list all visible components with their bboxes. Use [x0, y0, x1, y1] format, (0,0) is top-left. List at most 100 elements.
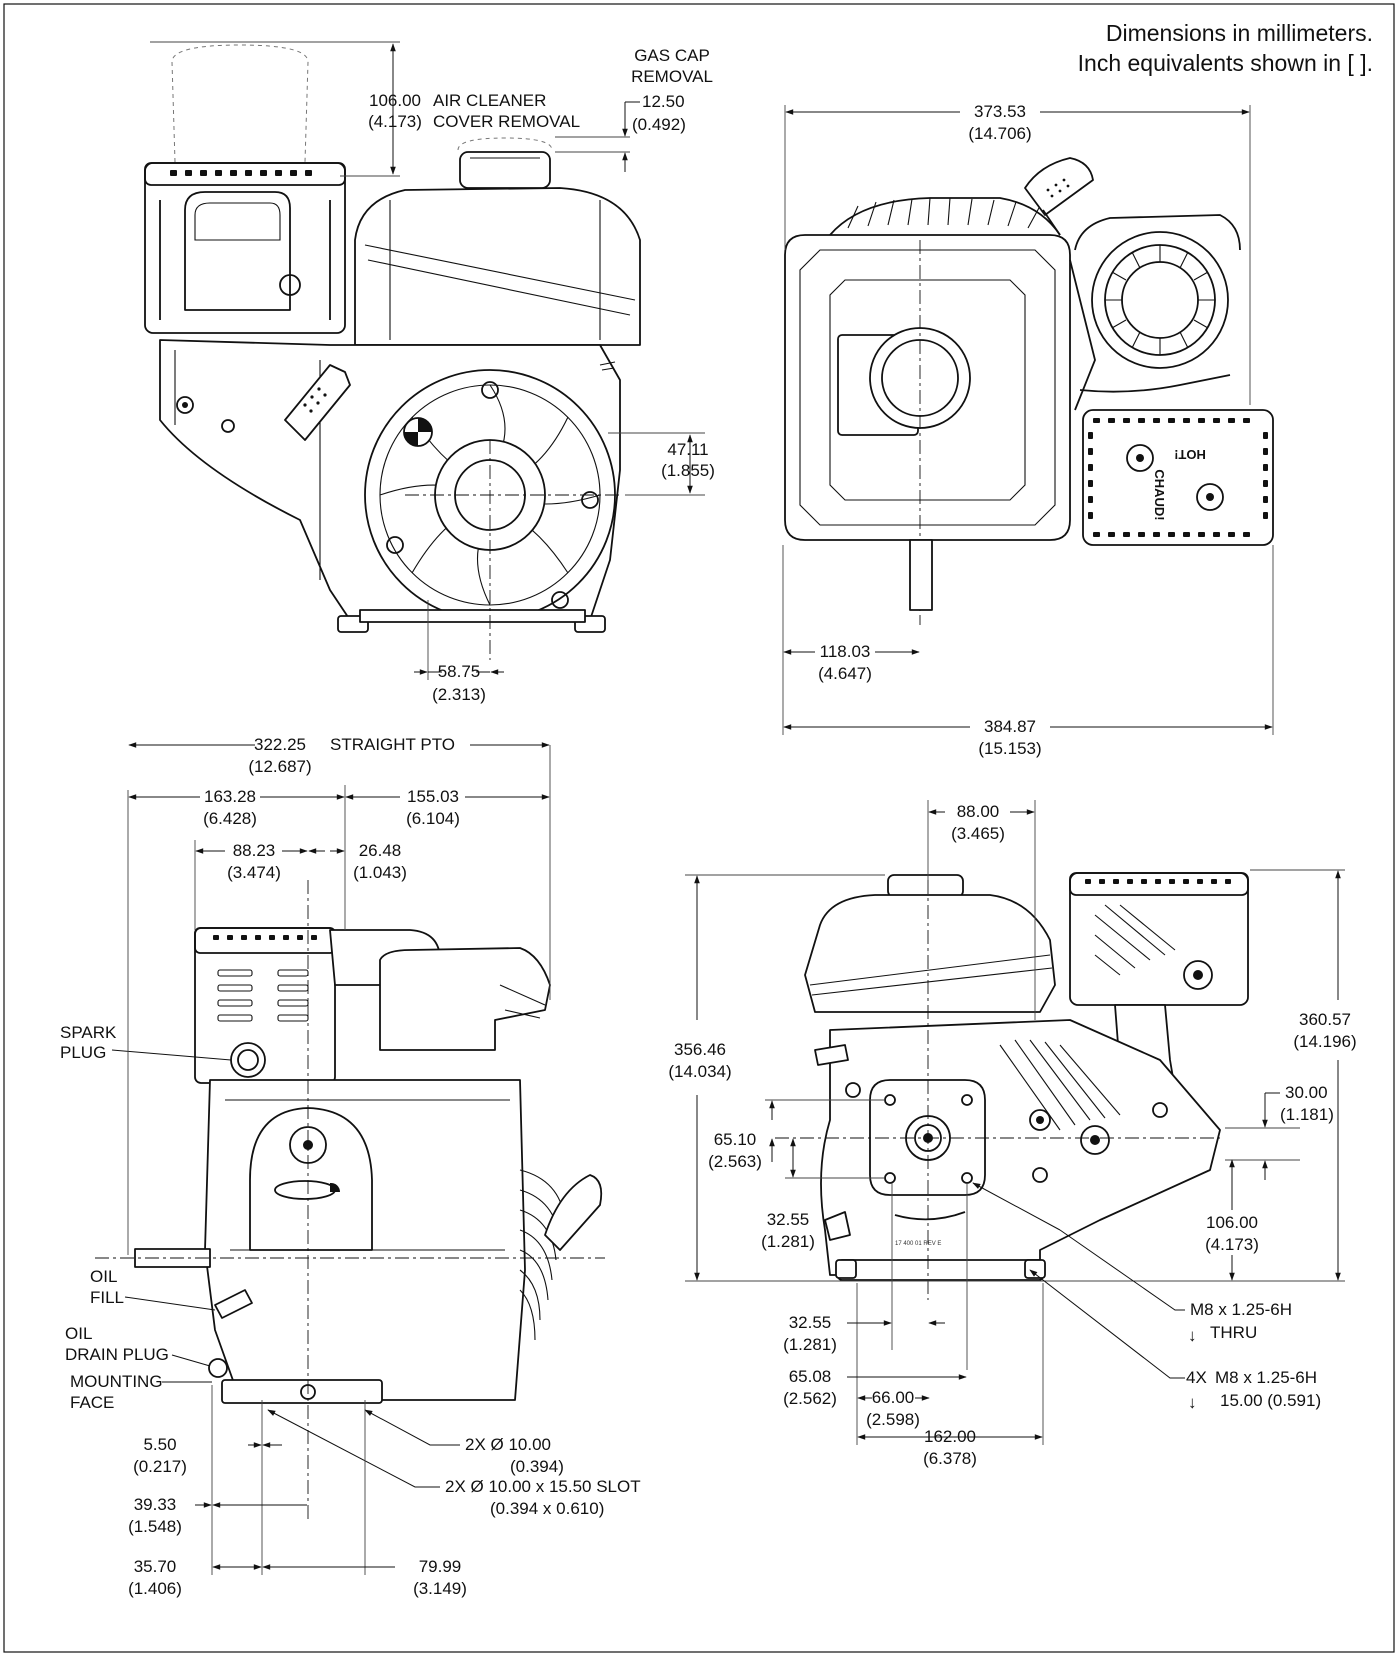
top-view: HOT! CHAUD! 373.53 (14.706) 118.03 (4.64… — [782, 102, 1274, 758]
starter-grip-top — [1024, 157, 1094, 216]
label-hole-2x-in: (0.394) — [510, 1457, 564, 1476]
label-air-cleaner: AIR CLEANER — [433, 91, 546, 110]
spark-plug — [230, 1042, 266, 1078]
dim-height-right-in: (14.196) — [1293, 1032, 1356, 1051]
gas-cap-removal-phantom — [457, 137, 553, 151]
label-oil-fill: OIL — [90, 1267, 117, 1286]
dim-overall-length-mm: 322.25 — [254, 735, 306, 754]
dim-left-section-in: (6.428) — [203, 809, 257, 828]
dim-bolt-upper-in: (2.563) — [708, 1152, 762, 1171]
heat-warning-hot: HOT! — [1174, 447, 1206, 462]
dim-slot-spacing-mm: 79.99 — [419, 1557, 462, 1576]
dim-face-cl-in: (1.548) — [128, 1517, 182, 1536]
dim-spark-offset-in: (1.043) — [353, 863, 407, 882]
dim-base-offset-mm: 32.55 — [789, 1313, 832, 1332]
dim-hole-spacing-mm: 66.00 — [872, 1388, 915, 1407]
air-cleaner-vents — [170, 170, 312, 176]
label-oil-drain-2: DRAIN PLUG — [65, 1345, 169, 1364]
label-thread-4x-depth: 15.00 (0.591) — [1220, 1391, 1321, 1410]
dim-air-cleaner-mm: 106.00 — [369, 91, 421, 110]
dim-base-spacing-mm: 65.08 — [789, 1367, 832, 1386]
front-view: 106.00 (4.173) AIR CLEANER COVER REMOVAL… — [144, 41, 715, 704]
dim-top-shaft-mm: 118.03 — [820, 642, 871, 661]
dim-gas-cap-in: (0.492) — [632, 115, 686, 134]
dim-base-offset-in: (1.281) — [783, 1335, 837, 1354]
dim-hole-spacing-in: (2.598) — [866, 1410, 920, 1429]
dim-top-total-mm: 384.87 — [984, 717, 1036, 736]
label-cover-removal: COVER REMOVAL — [433, 112, 580, 131]
recoil-cover-side — [249, 1107, 373, 1251]
starter-grip-side — [544, 1174, 603, 1251]
heat-warning-chaud: CHAUD! — [1152, 469, 1167, 520]
dim-shaft-height-mm: 106.00 — [1206, 1213, 1258, 1232]
label-gas-cap: GAS CAP — [634, 46, 710, 65]
dim-pto-offset-mm: 88.00 — [957, 802, 1000, 821]
air-cleaner-removal-phantom — [171, 44, 309, 163]
dim-height-left-in: (14.034) — [668, 1062, 731, 1081]
label-mounting-face-2: FACE — [70, 1393, 114, 1412]
dim-bolt-lower-in: (1.281) — [761, 1232, 815, 1251]
dim-front-horizontal-mm: 58.75 — [438, 662, 481, 681]
dim-base-spacing-in: (2.562) — [783, 1389, 837, 1408]
dim-face-cl-mm: 39.33 — [134, 1495, 177, 1514]
mounting-base-pto — [837, 1259, 1044, 1281]
dim-front-vertical-mm: 47.11 — [667, 440, 708, 459]
gas-cap — [459, 151, 551, 189]
label-oil-drain: OIL — [65, 1324, 92, 1343]
units-note-line2: Inch equivalents shown in [ ]. — [1078, 50, 1373, 76]
dim-left-section-mm: 163.28 — [204, 787, 256, 806]
depth-symbol-2: ↓ — [1188, 1393, 1197, 1412]
label-slot-2x: 2X Ø 10.00 x 15.50 SLOT — [445, 1477, 641, 1496]
label-spark-plug: SPARK — [60, 1023, 117, 1042]
fuel-tank-side — [379, 947, 551, 1051]
gas-cap-pto — [887, 874, 964, 898]
dim-slot-spacing-in: (3.149) — [413, 1579, 467, 1598]
pto-shaft-top — [909, 539, 933, 611]
dim-muffler-offset-mm: 30.00 — [1285, 1083, 1328, 1102]
muffler-pto — [1069, 872, 1249, 1006]
label-thread-4x-prefix: 4X — [1186, 1368, 1207, 1387]
label-mounting-face: MOUNTING — [70, 1372, 163, 1391]
dim-spark-width-in: (3.474) — [227, 863, 281, 882]
label-thread-thru: M8 x 1.25-6H — [1190, 1300, 1292, 1319]
dim-height-right-mm: 360.57 — [1299, 1010, 1351, 1029]
dim-bolt-upper-mm: 65.10 — [714, 1130, 757, 1149]
label-thread-4x: M8 x 1.25-6H — [1215, 1368, 1317, 1387]
air-cleaner-housing — [144, 162, 346, 334]
dim-slot-offset-mm: 35.70 — [134, 1557, 177, 1576]
dim-face-hole-mm: 5.50 — [143, 1435, 176, 1454]
drawing-border — [3, 3, 1395, 1653]
dim-right-section-mm: 155.03 — [407, 787, 459, 806]
pto-end-view: 17 400 01 REV E 88.00 (3.465) 356.46 (14… — [668, 800, 1357, 1468]
dim-face-hole-in: (0.217) — [133, 1457, 187, 1476]
fuel-tank — [354, 187, 641, 346]
dim-right-section-in: (6.104) — [406, 809, 460, 828]
label-straight-pto: STRAIGHT PTO — [330, 735, 455, 754]
label-oil-fill-2: FILL — [90, 1288, 124, 1307]
depth-symbol-1: ↓ — [1188, 1326, 1197, 1345]
label-gas-cap-removal: REMOVAL — [631, 67, 713, 86]
dim-gas-cap-mm: 12.50 — [642, 92, 685, 111]
dim-muffler-offset-in: (1.181) — [1280, 1105, 1334, 1124]
side-view: SPARK PLUG OIL FILL OIL DRAIN PLUG MOUNT… — [60, 735, 641, 1598]
dim-base-width-mm: 162.00 — [924, 1427, 976, 1446]
flywheel-top — [1091, 231, 1229, 369]
label-hole-2x: 2X Ø 10.00 — [465, 1435, 551, 1454]
units-note-line1: Dimensions in millimeters. — [1106, 20, 1373, 46]
label-spark-plug-2: PLUG — [60, 1043, 106, 1062]
dim-pto-offset-in: (3.465) — [951, 824, 1005, 843]
dim-spark-width-mm: 88.23 — [233, 841, 276, 860]
dim-overall-length-in: (12.687) — [248, 757, 311, 776]
dim-front-horizontal-in: (2.313) — [432, 685, 486, 704]
dim-spark-offset-mm: 26.48 — [359, 841, 402, 860]
fuel-tank-pto — [804, 894, 1056, 1013]
dim-height-left-mm: 356.46 — [674, 1040, 726, 1059]
muffler-top — [1082, 409, 1274, 546]
dim-base-width-in: (6.378) — [923, 1449, 977, 1468]
oil-fill-cap — [214, 1289, 253, 1319]
oil-drain-plug — [208, 1358, 228, 1378]
label-slot-2x-in: (0.394 x 0.610) — [490, 1499, 604, 1518]
dim-top-total-in: (15.153) — [978, 739, 1041, 758]
part-number-stamp: 17 400 01 REV E — [895, 1241, 941, 1247]
